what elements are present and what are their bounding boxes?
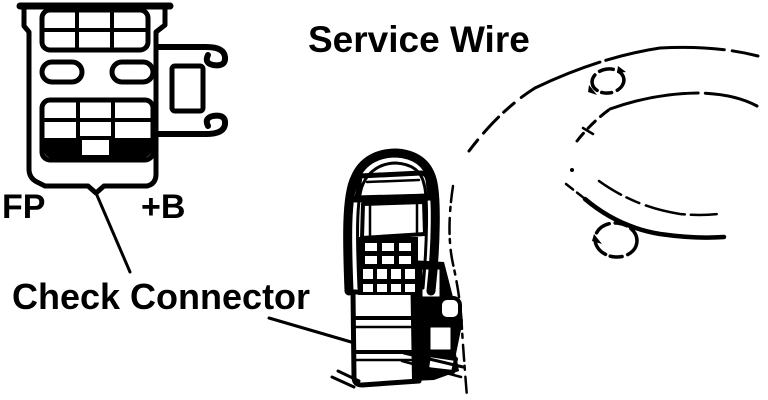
leader-line-connector	[267, 316, 360, 346]
pinout-slot-left	[39, 59, 85, 85]
connector-latch-lower-block	[425, 322, 456, 355]
connector-top-face-inner-line	[365, 178, 421, 184]
flange-sketch-dash	[564, 182, 591, 204]
latch-upper-arm	[154, 44, 229, 69]
flange-inner-arc-left	[575, 107, 612, 143]
terminal-cells	[363, 243, 415, 292]
latch-lower-arm	[154, 112, 229, 137]
connector-body-band-lines	[352, 316, 422, 354]
flange-outer-arc-right	[533, 45, 760, 90]
connector-top-face-lip	[351, 193, 435, 203]
plus-b-terminal-label: +B	[141, 188, 185, 226]
service-wire-loop	[343, 148, 440, 296]
latch-handle	[169, 63, 206, 114]
check-connector-pinout	[16, 2, 229, 196]
pinout-bottom-block	[39, 97, 156, 163]
connector-body-thin-lines	[352, 325, 422, 362]
service-wire-label: Service Wire	[308, 19, 530, 60]
flange-hub-arc-lower	[582, 196, 727, 240]
bolt-hole-bottom-mark	[592, 234, 602, 244]
connector-wire-line-2	[400, 359, 463, 379]
pinout-slot-right	[109, 59, 156, 85]
connector-wire-line-1	[402, 351, 465, 369]
connector-mid-face-lines	[368, 201, 419, 239]
connector-mid-face	[360, 200, 427, 240]
flange-sketch-dot	[570, 168, 574, 172]
fuel-pump-flange	[467, 45, 760, 259]
pinout-outline	[21, 5, 168, 196]
connector-body	[350, 289, 423, 388]
flange-inner-arc-right	[608, 91, 759, 111]
check-connector-label: Check Connector	[12, 276, 310, 317]
connector-latch-knob	[438, 296, 462, 321]
bolt-hole-top-marks	[588, 66, 626, 95]
leader-line-pinout	[94, 191, 132, 274]
connector-left-edge-lines	[330, 369, 361, 389]
flange-sketch-tick	[581, 126, 595, 136]
bolt-hole-top	[590, 67, 626, 95]
fp-terminal-label: FP	[2, 188, 45, 226]
pinout-top-grid	[40, 8, 150, 52]
service-wire-loop-inner	[356, 161, 429, 290]
flange-outer-arc-left	[467, 86, 537, 153]
flange-hub-arc-upper	[597, 179, 720, 217]
pinout-bottom-grid	[40, 98, 155, 160]
pinout-middle-open-cell	[78, 136, 113, 159]
connector-contour-line	[448, 184, 469, 399]
check-connector-3d	[330, 148, 469, 399]
